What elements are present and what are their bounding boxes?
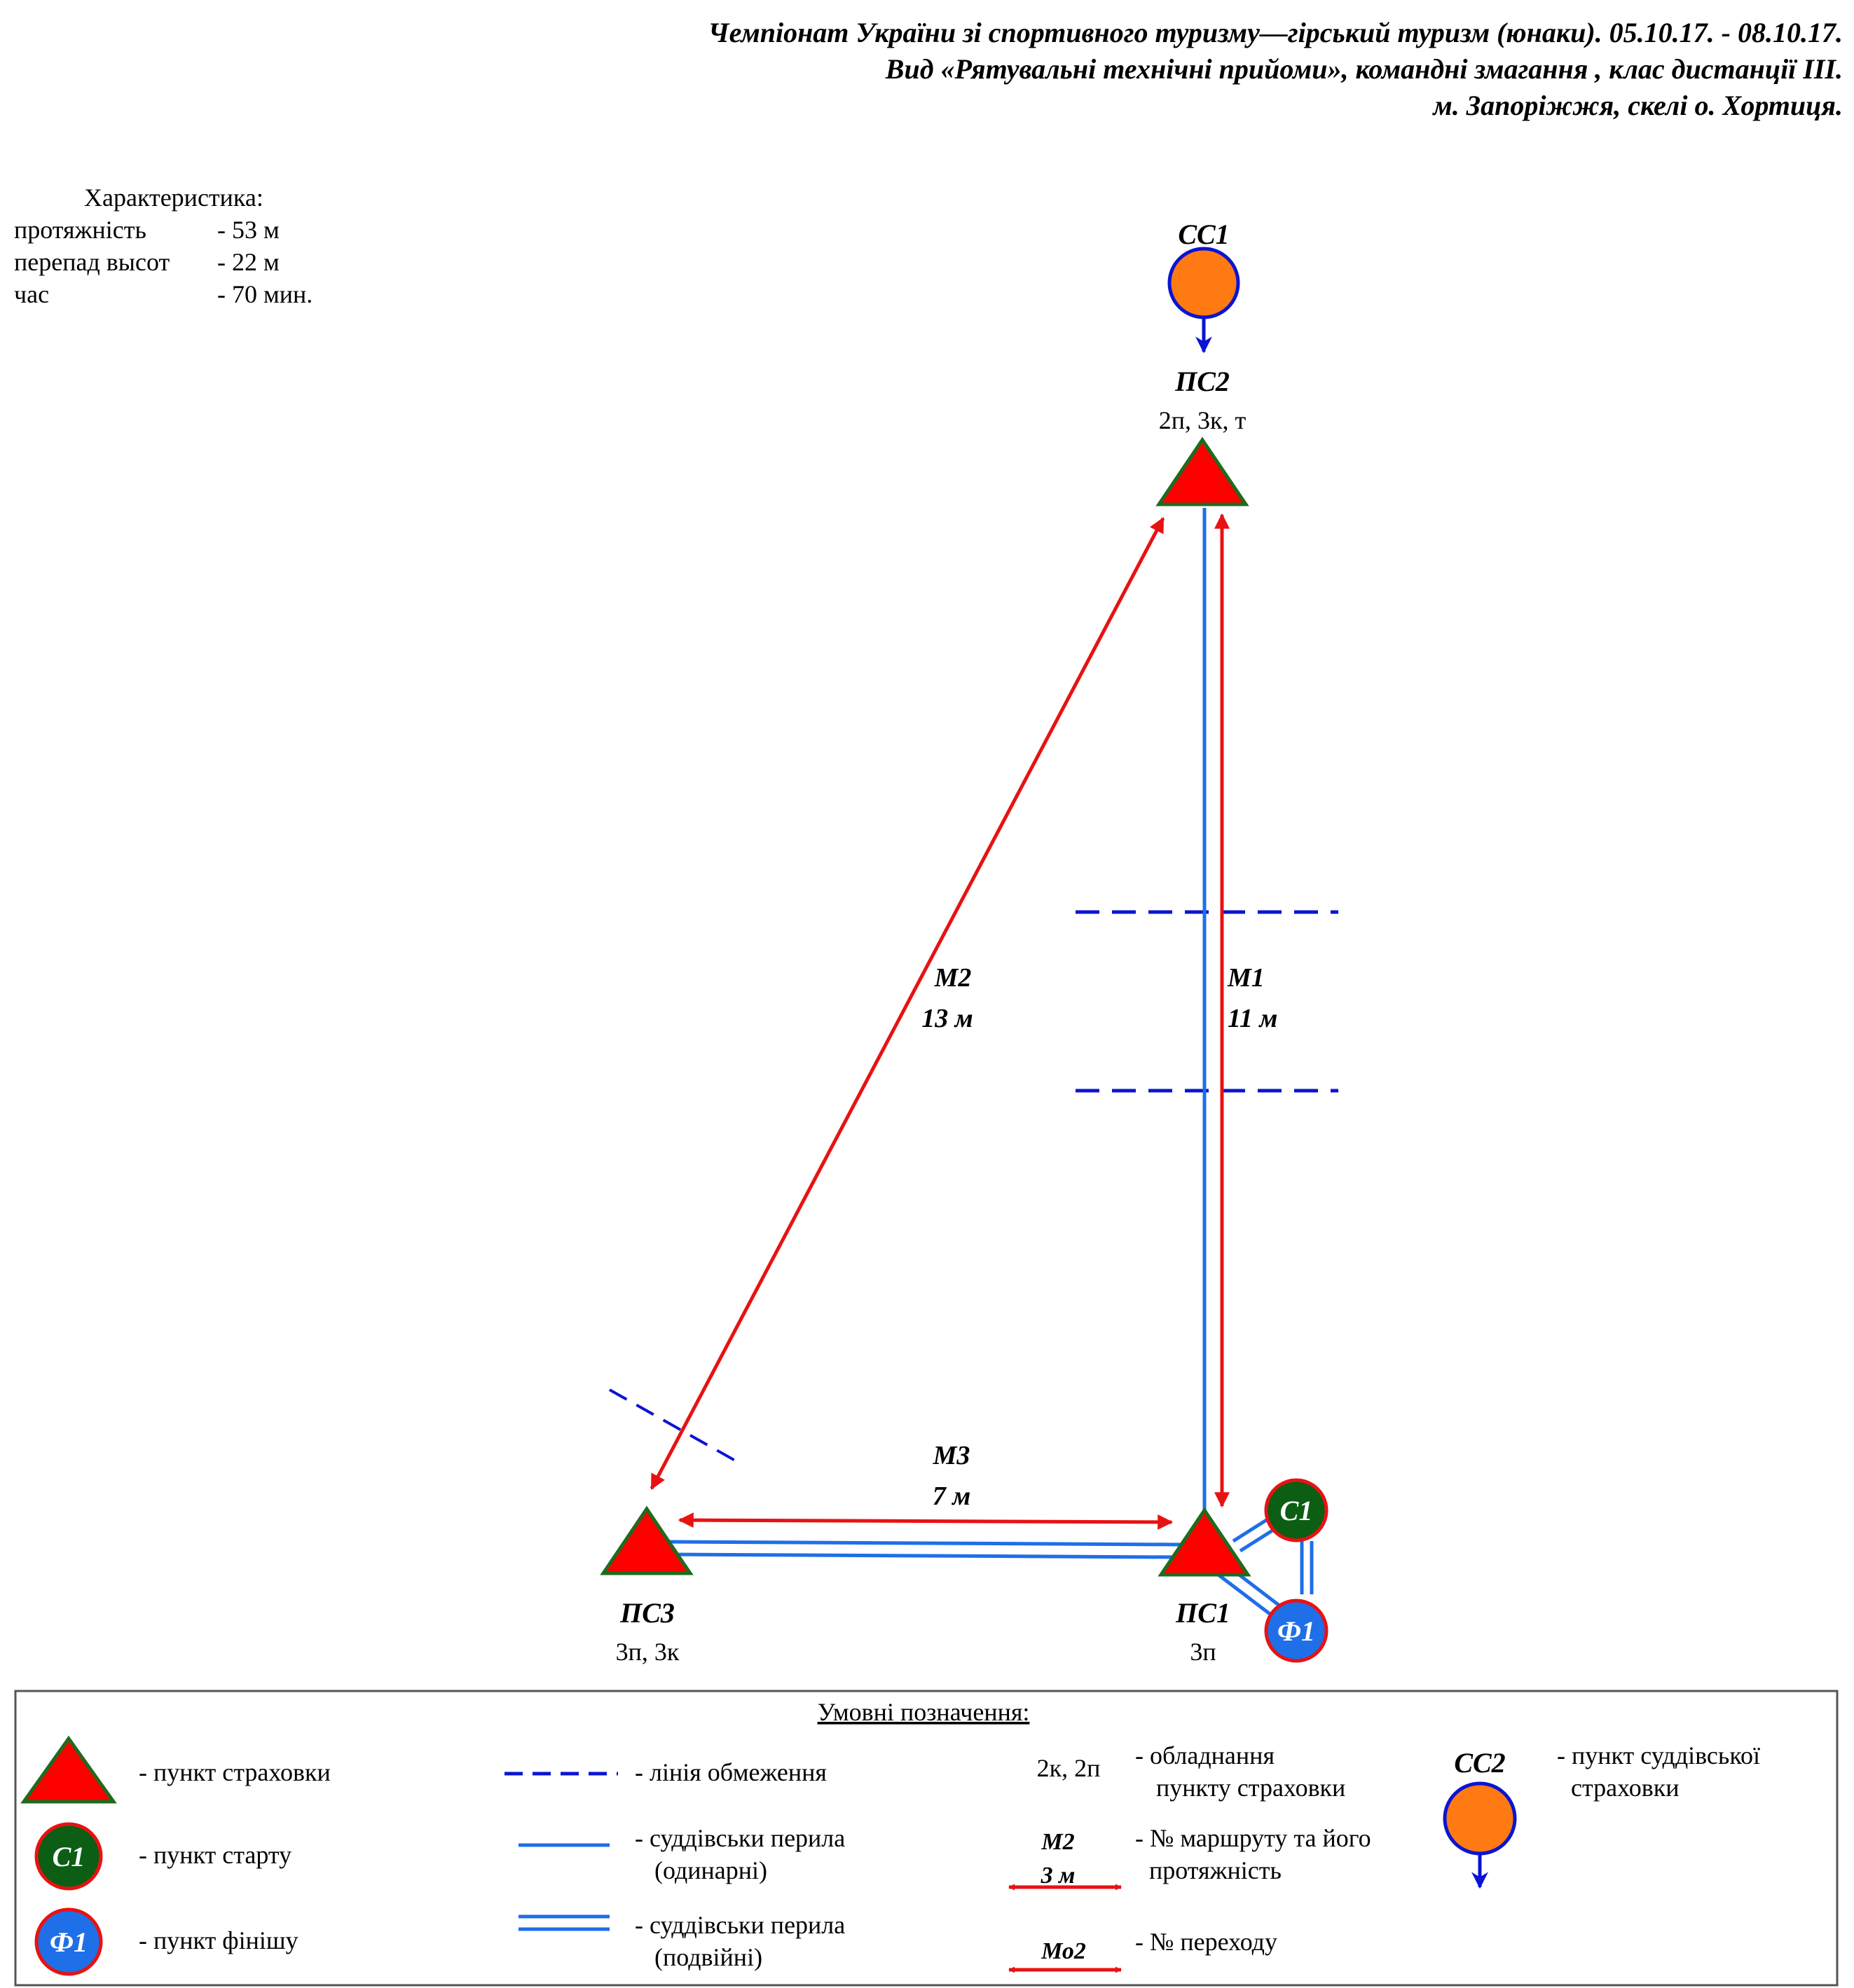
legend-transition-text: - № переходу <box>1135 1928 1277 1956</box>
legend-route-example-name: М2 <box>1041 1829 1074 1855</box>
legend-belay-triangle-icon <box>20 1735 117 1804</box>
m3-length: 7 м <box>933 1482 971 1511</box>
ps3-label: ПС3 <box>619 1597 675 1629</box>
legend-transition-example: Мо2 <box>1041 1938 1086 1964</box>
m2-length: 13 м <box>921 1004 973 1033</box>
header-line-2: Вид «Рятувальні технічні прийоми», коман… <box>885 53 1843 85</box>
legend-limit-text: - лінія обмеження <box>635 1758 827 1786</box>
legend-single-rail-text-1: - суддівськи перила <box>635 1824 845 1852</box>
legend-judge-text-2: страховки <box>1571 1774 1680 1802</box>
belay-triangle-icon <box>600 1505 694 1575</box>
rail-double-c1-f1 <box>1300 1541 1314 1594</box>
belay-point-ps1: ПС1 3п <box>1158 1507 1251 1666</box>
ps3-equipment: 3п, 3к <box>616 1638 680 1666</box>
legend-start-text: - пункт старту <box>139 1841 291 1869</box>
m3-name: М3 <box>933 1441 970 1470</box>
finish-point-f1: Ф1 <box>1264 1599 1328 1663</box>
legend-start-circle <box>34 1822 103 1891</box>
legend-judge-circle <box>1443 1781 1517 1856</box>
c1-label: С1 <box>1280 1495 1313 1526</box>
m1-name: М1 <box>1227 963 1265 993</box>
ps1-label: ПС1 <box>1175 1597 1230 1629</box>
legend-equip-example: 2к, 2п <box>1037 1754 1101 1782</box>
header-line-1: Чемпіонат України зі спортивного туризму… <box>708 17 1843 48</box>
char-time-value: - 70 мин. <box>217 280 313 308</box>
belay-triangle-icon <box>1155 436 1249 506</box>
legend-route-text-1: - № маршруту та його <box>1135 1824 1371 1852</box>
ps2-label: ПС2 <box>1174 366 1230 397</box>
f1-label: Ф1 <box>1277 1615 1315 1647</box>
belay-point-ps3: ПС3 3п, 3к <box>600 1505 694 1666</box>
header-line-3: м. Запоріжжя, скелі о. Хортиця. <box>1431 90 1843 121</box>
m1-length: 11 м <box>1228 1004 1277 1033</box>
belay-point-ps2: ПС2 2п, 3к, т <box>1155 366 1249 506</box>
limit-line-diagonal <box>609 1388 742 1465</box>
char-height-label: перепад высот <box>14 248 170 276</box>
char-length-value: - 53 м <box>217 216 280 244</box>
legend-belay-text: - пункт страховки <box>139 1758 331 1786</box>
legend-single-rail-text-2: (одинарні) <box>654 1856 767 1884</box>
route-arrow-m3 <box>678 1512 1174 1530</box>
m2-name: М2 <box>934 963 972 993</box>
legend-equip-text-2: пункту страховки <box>1156 1774 1345 1802</box>
legend-judge-text-1: - пункт суддівської <box>1557 1741 1760 1769</box>
characteristics-block: Характеристика: протяжність - 53 м переп… <box>14 184 313 308</box>
start-point-c1: С1 <box>1264 1478 1328 1542</box>
route-arrow-m2 <box>650 517 1165 1490</box>
judge-circle <box>1167 247 1240 319</box>
legend-equip-text-1: - обладнання <box>1135 1741 1275 1769</box>
judge-belay-cc1: СС1 <box>1167 219 1240 354</box>
legend-double-rail-text-1: - суддівськи перила <box>635 1911 845 1939</box>
start-circle <box>1264 1478 1328 1542</box>
legend-route-text-2: протяжність <box>1149 1856 1282 1884</box>
legend-title: Умовні позначення: <box>818 1698 1030 1726</box>
legend-route-example-length: 3 м <box>1041 1863 1076 1889</box>
legend-start-symbol: С1 <box>53 1841 85 1872</box>
belay-triangle-icon <box>1158 1507 1251 1577</box>
finish-circle <box>1264 1599 1328 1663</box>
char-height-value: - 22 м <box>217 248 280 276</box>
ps1-equipment: 3п <box>1190 1638 1216 1666</box>
cc1-label: СС1 <box>1178 219 1229 250</box>
rail-double-ps3-ps1 <box>666 1540 1182 1559</box>
legend: Умовні позначення: - пункт страховки С1 … <box>14 1690 1839 1987</box>
legend-finish-text: - пункт фінішу <box>139 1926 298 1954</box>
ps2-equipment: 2п, 3к, т <box>1159 406 1247 434</box>
legend-frame <box>14 1690 1839 1987</box>
characteristics-title: Характеристика: <box>84 184 263 212</box>
legend-judge-symbol: СС2 <box>1454 1747 1505 1779</box>
char-time-label: час <box>14 280 49 308</box>
legend-finish-circle <box>34 1907 103 1976</box>
legend-double-rail-text-2: (подвійні) <box>654 1943 762 1971</box>
legend-finish-symbol: Ф1 <box>50 1926 88 1958</box>
char-length-label: протяжність <box>14 216 146 244</box>
